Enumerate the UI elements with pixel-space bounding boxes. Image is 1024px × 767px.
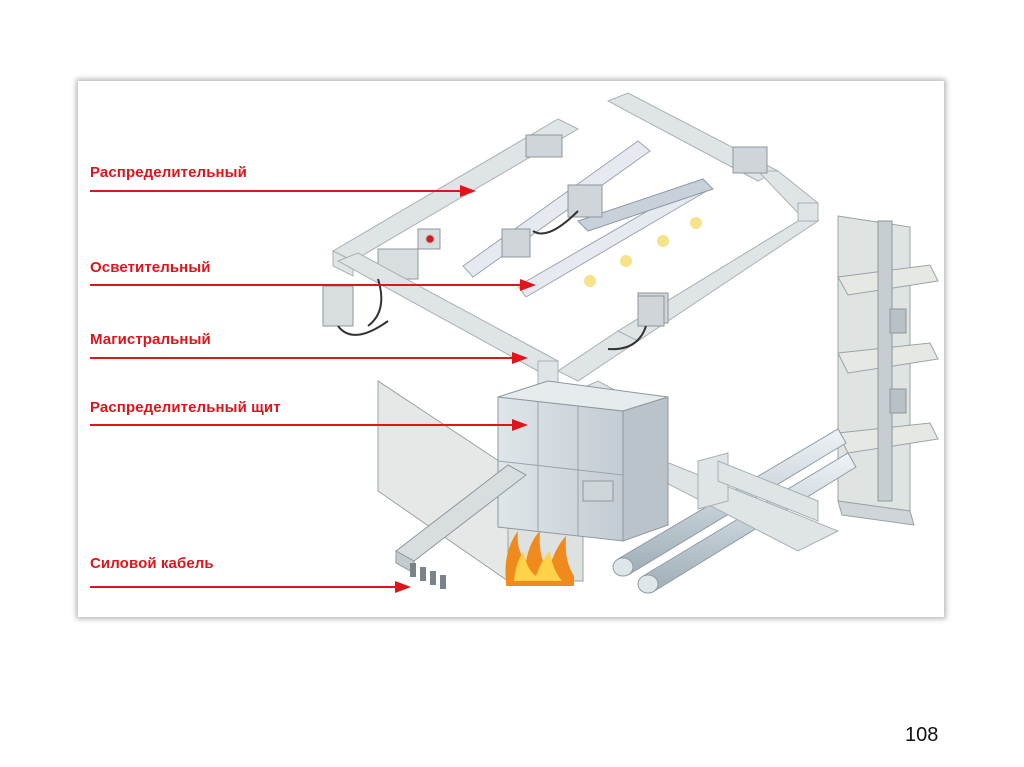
busway-illustration [90,92,939,594]
tap-off-boxes [322,210,665,351]
lighting-trunking [462,140,714,298]
flames [505,531,574,586]
label-distribution-panel: Распределительный щит [90,399,281,416]
building-column [837,215,939,526]
figure-frame: Распределительный Осветительный Магистра… [78,81,944,617]
distribution-trunking [331,118,580,280]
label-main: Магистральный [90,331,211,348]
label-lighting: Осветительный [90,259,211,276]
label-power-cable: Силовой кабель [90,555,214,572]
distribution-panel [497,380,669,542]
power-bus [395,464,527,589]
callout-arrows [90,185,536,593]
page-number: 108 [905,724,939,746]
cross-trunking [336,252,560,400]
upper-trunking [557,92,820,382]
label-distribution: Распределительный [90,164,247,181]
